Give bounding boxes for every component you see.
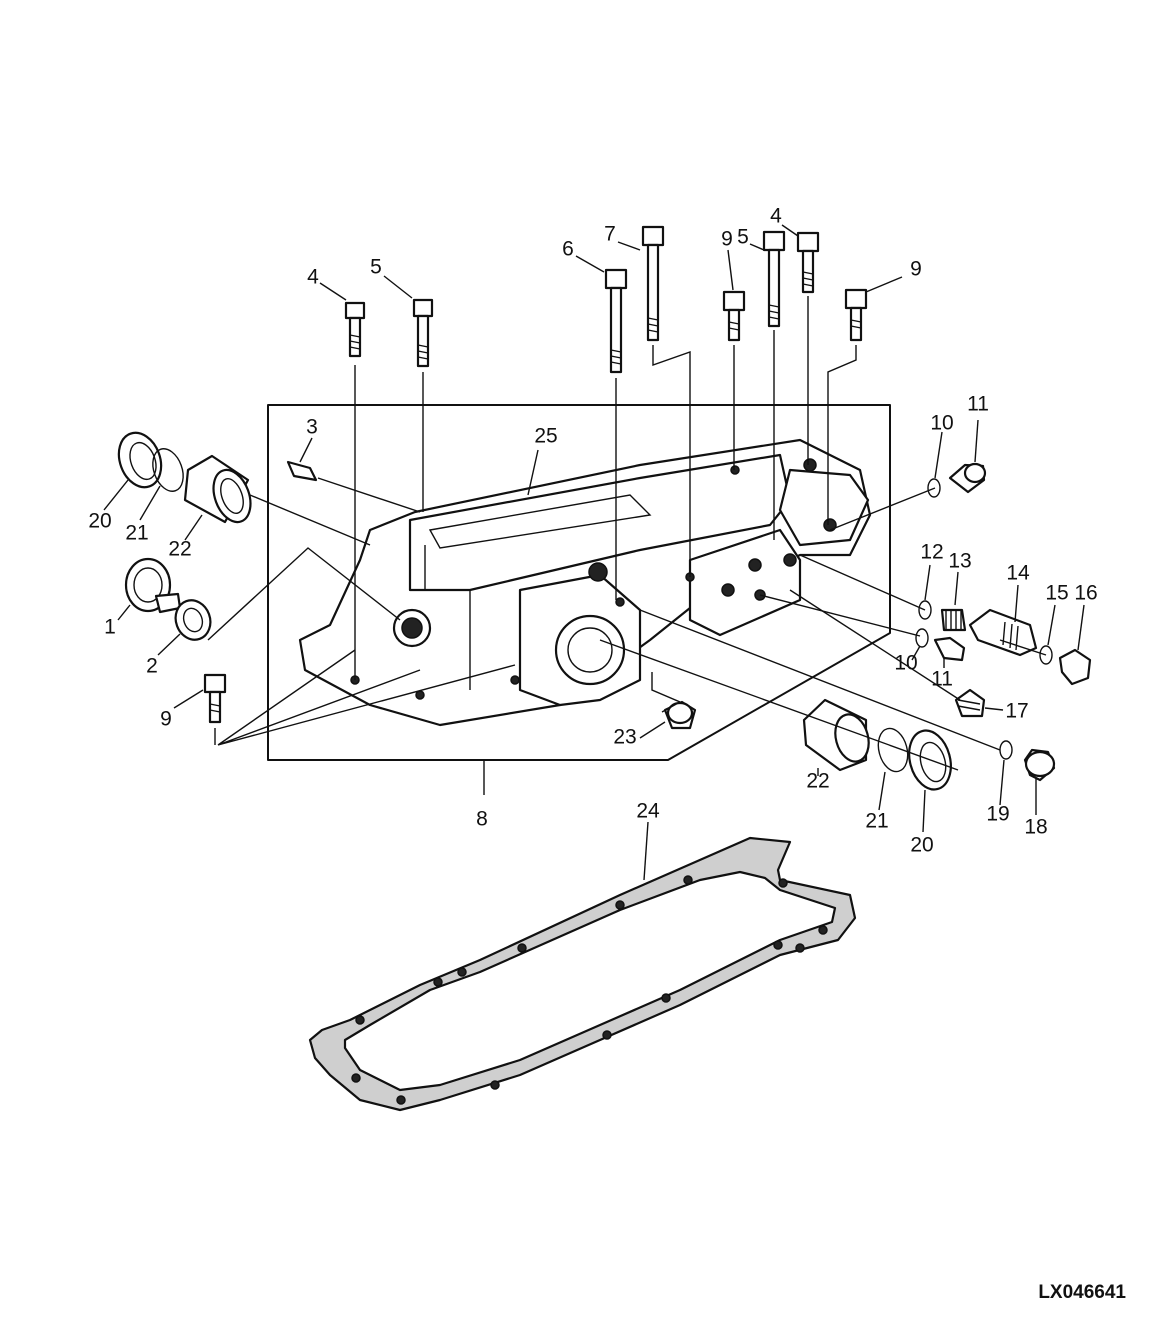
washer-2 <box>174 599 212 641</box>
ring-21-left <box>152 448 184 492</box>
bolt-7 <box>641 225 665 342</box>
plug-18 <box>1023 748 1056 782</box>
callout-24: 24 <box>636 800 660 823</box>
bushing-22-right <box>802 698 870 772</box>
callout-19: 19 <box>986 803 1009 826</box>
plug-1 <box>124 557 182 614</box>
washer-19 <box>999 740 1013 760</box>
plug-11-lower <box>933 636 966 662</box>
callout-15: 15 <box>1045 582 1068 605</box>
plug-23 <box>663 700 697 730</box>
valve-14 <box>968 608 1038 657</box>
callout-20: 20 <box>88 510 111 533</box>
callout-10: 10 <box>930 412 953 435</box>
callout-6: 6 <box>562 238 574 261</box>
callout-22: 22 <box>806 770 829 793</box>
callout-2: 2 <box>146 655 158 678</box>
plug-11-top <box>948 462 987 494</box>
bolt-4-right <box>796 231 820 294</box>
housing-cover <box>298 438 872 727</box>
callout-4: 4 <box>307 266 319 289</box>
plug-17 <box>954 688 986 718</box>
callout-17: 17 <box>1005 700 1028 723</box>
callout-3: 3 <box>306 416 318 439</box>
callout-10: 10 <box>894 652 917 675</box>
bolt-6 <box>604 268 628 374</box>
callout-12: 12 <box>920 541 943 564</box>
gasket <box>308 836 857 1112</box>
callout-9: 9 <box>910 258 922 281</box>
bolt-9-lower-left <box>203 673 227 724</box>
bolt-9-right <box>844 288 868 342</box>
bolt-5-right <box>762 230 786 328</box>
callout-1: 1 <box>104 616 116 639</box>
callout-8: 8 <box>476 808 488 831</box>
callout-11: 11 <box>967 393 989 416</box>
left-guide-lines <box>207 477 421 641</box>
washer-12 <box>918 600 932 620</box>
callout-23: 23 <box>613 726 636 749</box>
spring-13 <box>940 608 967 632</box>
callout-20: 20 <box>910 834 933 857</box>
callout-14: 14 <box>1006 562 1030 585</box>
bolt-5-left <box>412 298 434 368</box>
callout-5: 5 <box>737 226 749 249</box>
callout-22: 22 <box>168 538 191 561</box>
washer-10-lower <box>915 628 929 648</box>
callout-18: 18 <box>1024 816 1047 839</box>
callout-7: 7 <box>604 223 616 246</box>
callout-labels: 4 5 6 7 9 5 4 9 3 25 10 11 20 21 22 1 2 … <box>88 205 1097 857</box>
washer-10-top <box>927 478 941 498</box>
bolt-guide-lines <box>214 296 857 746</box>
callout-16: 16 <box>1074 582 1097 605</box>
callout-11: 11 <box>931 668 953 691</box>
bushing-22-left <box>183 454 252 524</box>
assembly-frame <box>267 404 891 761</box>
callout-25: 25 <box>534 425 557 448</box>
callout-4: 4 <box>770 205 782 228</box>
callout-21: 21 <box>865 810 888 833</box>
drawing-reference: LX046641 <box>1038 1282 1126 1303</box>
washer-15 <box>1039 645 1053 665</box>
callout-9: 9 <box>721 228 733 251</box>
plug-16 <box>1058 648 1092 686</box>
ring-21-right <box>877 727 909 773</box>
callout-5: 5 <box>370 256 382 279</box>
callout-21: 21 <box>125 522 148 545</box>
plug-3 <box>286 460 318 482</box>
bolt-9-center <box>722 290 746 342</box>
bolt-4-left <box>344 301 366 358</box>
callout-13: 13 <box>948 550 971 573</box>
seal-20-left <box>117 431 163 489</box>
callout-9: 9 <box>160 708 172 731</box>
leader-lines <box>103 224 1085 881</box>
